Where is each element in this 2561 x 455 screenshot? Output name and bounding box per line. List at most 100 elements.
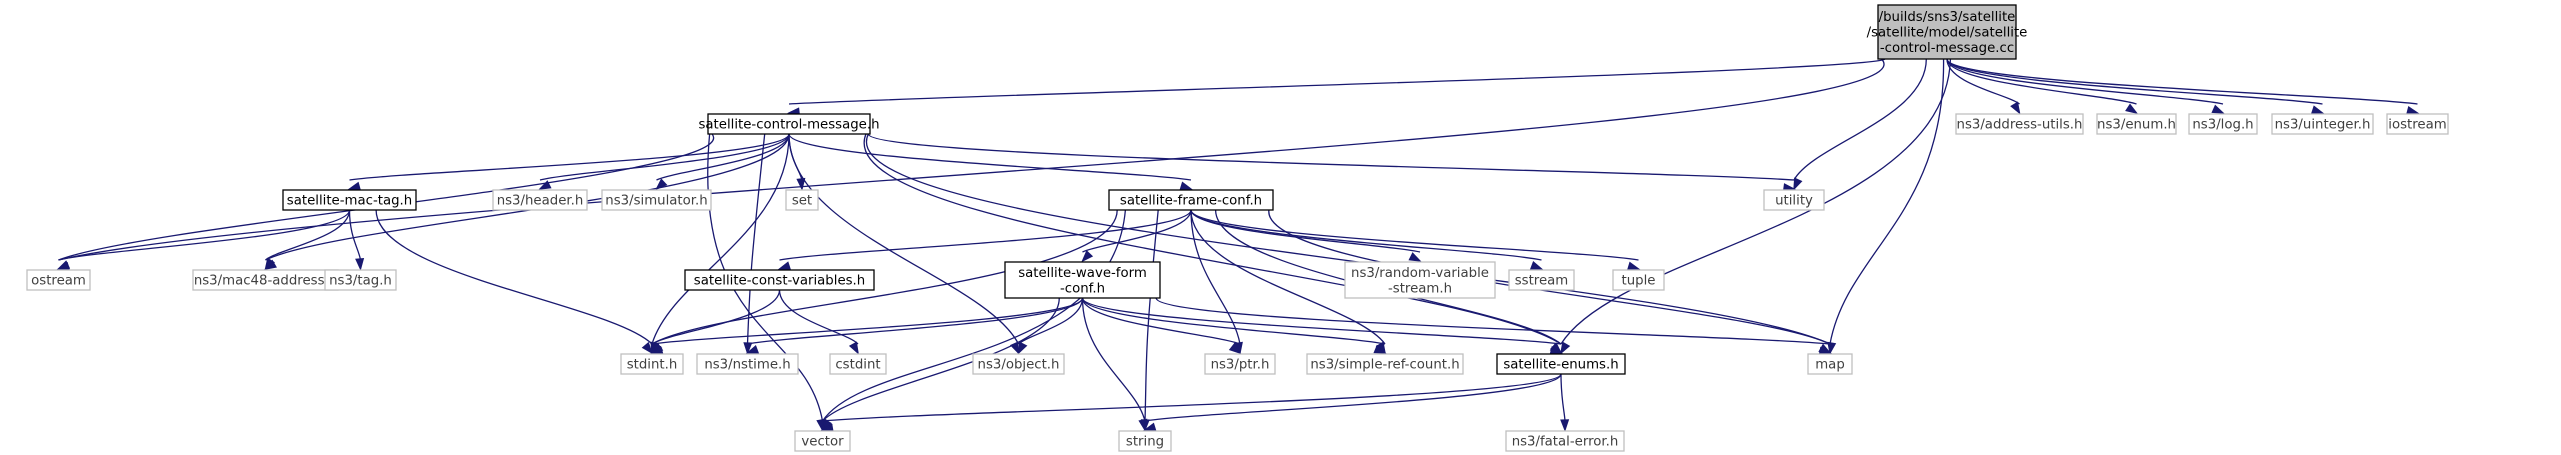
node-utility: utility (1763, 189, 1825, 211)
edge-arrowhead (1228, 342, 1242, 355)
node-log: ns3/log.h (2188, 113, 2258, 135)
node-box (1108, 189, 1274, 211)
node-iostream: iostream (2386, 113, 2449, 135)
edge-line (265, 209, 351, 261)
edge-arrowhead (355, 258, 365, 271)
edge-line (1793, 58, 1927, 181)
node-box (794, 430, 851, 452)
edge-line (651, 289, 781, 345)
edge-arrowhead (1143, 422, 1157, 432)
node-enums: satellite-enums.h (1496, 353, 1626, 375)
node-label: ns3/simulator.h (605, 194, 707, 209)
edge-line (822, 297, 1060, 422)
node-label: ns3/tag.h (329, 274, 392, 289)
node-label: ns3/log.h (2192, 118, 2253, 133)
edge-line (1946, 58, 2418, 105)
edge-line (788, 133, 1020, 345)
edge-arrowhead (347, 181, 361, 191)
edge-line (778, 289, 859, 345)
edge-scm-to-mactag (347, 133, 790, 191)
edge-mactag-to-tag (348, 209, 365, 271)
edge-arrowhead (264, 257, 276, 271)
node-label: -control-message.cc (1880, 41, 2014, 56)
edge-line (1190, 209, 1241, 345)
edge-line (58, 133, 715, 261)
node-box (2386, 113, 2449, 135)
edge-scm-to-header (538, 133, 790, 190)
node-box (1204, 353, 1276, 375)
node-box (684, 269, 875, 291)
node-fatal: ns3/fatal-error.h (1505, 430, 1625, 452)
edge-scm-to-frameconf (788, 133, 1193, 191)
node-label: set (792, 194, 812, 209)
edge-scm-to-stdint (650, 133, 790, 355)
edge-line (1190, 209, 1542, 261)
edges-layer (56, 58, 2420, 433)
node-box (2188, 113, 2258, 135)
edge-enums-to-string (1143, 373, 1562, 432)
edge-frameconf-to-sstream (1190, 209, 1544, 270)
edge-scm-to-object (788, 133, 1020, 355)
node-label: sstream (1515, 274, 1569, 289)
edge-line (1190, 209, 1386, 345)
node-label: ns3/enum.h (2097, 118, 2176, 133)
edge-arrowhead (2406, 105, 2420, 115)
node-map: map (1807, 353, 1853, 375)
edge-line (651, 133, 790, 345)
node-box (324, 269, 397, 291)
node-ptr: ns3/ptr.h (1204, 353, 1276, 375)
node-label: ostream (31, 274, 86, 289)
edge-line (1946, 58, 2020, 105)
node-label: ns3/fatal-error.h (1512, 435, 1619, 450)
edge-arrowhead (1408, 252, 1422, 262)
edge-arrowhead (1560, 419, 1570, 432)
node-label: iostream (2388, 118, 2446, 133)
edge-arrowhead (1138, 418, 1148, 432)
node-simulator: ns3/simulator.h (601, 189, 712, 211)
node-box (282, 189, 417, 211)
edge-line (651, 297, 1084, 345)
node-label: map (1815, 358, 1845, 373)
node-root: /builds/sns3/satellite/satellite/model/s… (1867, 4, 2027, 60)
edge-scm-to-nstime (743, 133, 766, 355)
edge-line (1560, 58, 1952, 345)
node-randvar: ns3/random-variable-stream.h (1344, 261, 1496, 299)
node-label: satellite-wave-form (1018, 266, 1147, 281)
node-label: satellite-enums.h (1503, 358, 1618, 373)
edge-arrowhead (641, 341, 654, 355)
edge-root-to-ostream (56, 58, 1885, 271)
edge-arrowhead (1373, 344, 1387, 354)
node-label: ns3/random-variable (1351, 266, 1489, 281)
node-box (1306, 353, 1464, 375)
node-cstdint: cstdint (829, 353, 887, 375)
node-label: satellite-mac-tag.h (287, 194, 412, 209)
edge-arrowhead (848, 341, 859, 355)
node-label: ns3/nstime.h (704, 358, 790, 373)
node-enum: ns3/enum.h (2096, 113, 2177, 135)
node-header: ns3/header.h (492, 189, 588, 211)
edge-line (746, 133, 766, 345)
edge-line (1081, 297, 1386, 345)
edge-mactag-to-mac48 (264, 209, 351, 271)
node-label: ns3/uinteger.h (2275, 118, 2371, 133)
edge-line (1018, 297, 1084, 345)
node-scm: satellite-control-message.h (698, 113, 880, 135)
edge-line (539, 133, 790, 181)
node-label: ns3/mac48-address.h (194, 274, 337, 289)
edge-scm-to-simulator (655, 133, 790, 191)
edge-line (1829, 58, 1945, 345)
node-stdint: stdint.h (620, 353, 684, 375)
edge-root-to-uint (1946, 58, 2325, 115)
edge-line (1081, 297, 1241, 345)
node-box (696, 353, 799, 375)
edge-arrowhead (1793, 177, 1803, 191)
edge-line (1144, 209, 1159, 422)
node-box (1496, 353, 1626, 375)
node-box (707, 113, 871, 135)
node-label: string (1126, 435, 1164, 450)
edge-root-to-map (1827, 58, 1945, 355)
edge-line (1190, 209, 1421, 253)
edge-arrowhead (2125, 103, 2139, 115)
edge-arrowhead (1827, 341, 1837, 355)
edge-line (1560, 373, 1566, 422)
